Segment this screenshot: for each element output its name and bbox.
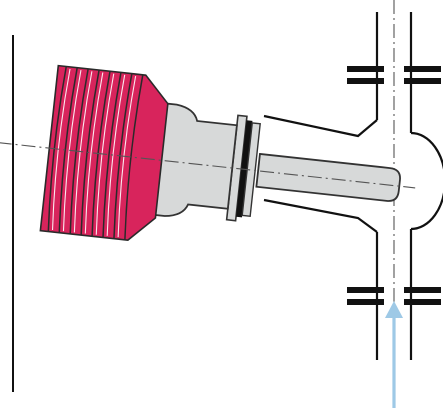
sensor-body [147,101,238,217]
flow-arrow [385,301,403,408]
probe-assembly [0,64,416,242]
pipe-with-bulge [263,12,443,360]
probe-stem [255,152,401,202]
pipe-flanges [347,66,441,305]
probe-axis-line [0,141,416,189]
